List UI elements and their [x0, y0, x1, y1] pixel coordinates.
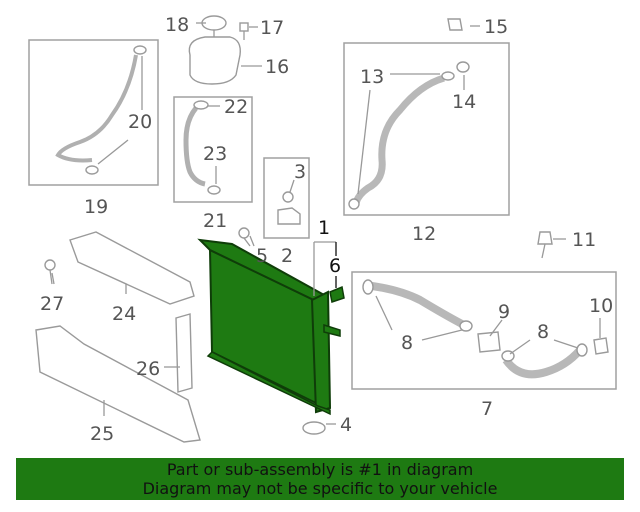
- radiator-bottom: [206, 351, 331, 416]
- clamp-8-d: [576, 343, 588, 357]
- hose-7-upper: [371, 282, 464, 328]
- parts-diagram: 1 2 3 4 5 6 7 8 8 9 10 11 12 13 14 15 16…: [28, 14, 617, 445]
- clamp-8-b: [459, 320, 473, 332]
- air-guide-26: [175, 313, 193, 393]
- connector-9: [477, 331, 501, 353]
- clamp-20-bottom: [85, 165, 99, 175]
- callout-24: 24: [112, 303, 136, 325]
- callout-19: 19: [84, 196, 108, 218]
- callout-11: 11: [572, 229, 596, 251]
- callout-9: 9: [498, 301, 510, 323]
- bolt-5: [238, 227, 251, 247]
- fitting-10: [593, 337, 609, 355]
- callout-3: 3: [294, 161, 306, 183]
- cap-14: [456, 61, 470, 73]
- clip-15: [447, 18, 463, 31]
- clamp-13-bottom: [348, 198, 360, 210]
- group-box-19: [28, 39, 159, 186]
- clamp-22: [193, 100, 209, 110]
- hose-12: [352, 74, 446, 205]
- callout-21: 21: [203, 210, 227, 232]
- mount-4: [302, 421, 326, 435]
- hose-7-lower: [502, 347, 584, 379]
- drain-plug-6: [329, 285, 345, 303]
- clamp-20-top: [133, 45, 147, 55]
- disclaimer-line-2: Diagram may not be specific to your vehi…: [142, 479, 498, 498]
- group-box-7: [351, 271, 617, 390]
- clamp-13-top: [441, 71, 455, 81]
- bolt-17: [239, 22, 249, 40]
- callout-17: 17: [260, 17, 284, 39]
- callout-23: 23: [203, 143, 227, 165]
- callout-14: 14: [452, 91, 476, 113]
- callout-12: 12: [412, 223, 436, 245]
- callout-5: 5: [256, 245, 268, 267]
- callout-6: 6: [329, 255, 341, 277]
- callout-22: 22: [224, 96, 248, 118]
- bolt-11: [537, 231, 553, 259]
- group-box-21: [173, 96, 253, 203]
- leader-lines: [51, 22, 601, 425]
- callout-27: 27: [40, 293, 64, 315]
- callout-20: 20: [128, 111, 152, 133]
- air-guard-25: [35, 325, 201, 443]
- bracket-2: [277, 191, 301, 225]
- disclaimer-line-1: Part or sub-assembly is #1 in diagram: [166, 460, 474, 479]
- callout-8b: 8: [537, 321, 549, 343]
- callout-7: 7: [481, 398, 493, 420]
- hose-21: [183, 106, 206, 187]
- group-box-12: [343, 42, 510, 216]
- clamp-23: [207, 185, 221, 195]
- callout-10: 10: [589, 295, 613, 317]
- hose-19: [55, 54, 138, 163]
- air-guide-24: [69, 231, 195, 305]
- radiator-assembly: [197, 238, 341, 416]
- radiator-side-tank: [310, 290, 332, 414]
- callout-25: 25: [90, 423, 114, 445]
- group-box-2: [263, 157, 310, 239]
- disclaimer-banner: Part or sub-assembly is #1 in diagram Di…: [16, 458, 624, 500]
- callout-2: 2: [281, 245, 293, 267]
- callout-16: 16: [265, 56, 289, 78]
- callout-18: 18: [165, 14, 189, 36]
- callout-1: 1: [318, 217, 330, 239]
- callout-26: 26: [136, 358, 160, 380]
- clamp-8-a: [362, 279, 374, 295]
- callout-4: 4: [340, 414, 352, 436]
- callout-13: 13: [360, 66, 384, 88]
- callout-8a: 8: [401, 332, 413, 354]
- bolt-27: [44, 259, 56, 285]
- coolant-reservoir: [188, 15, 241, 85]
- radiator-outlet: [323, 323, 341, 337]
- callout-15: 15: [484, 16, 508, 38]
